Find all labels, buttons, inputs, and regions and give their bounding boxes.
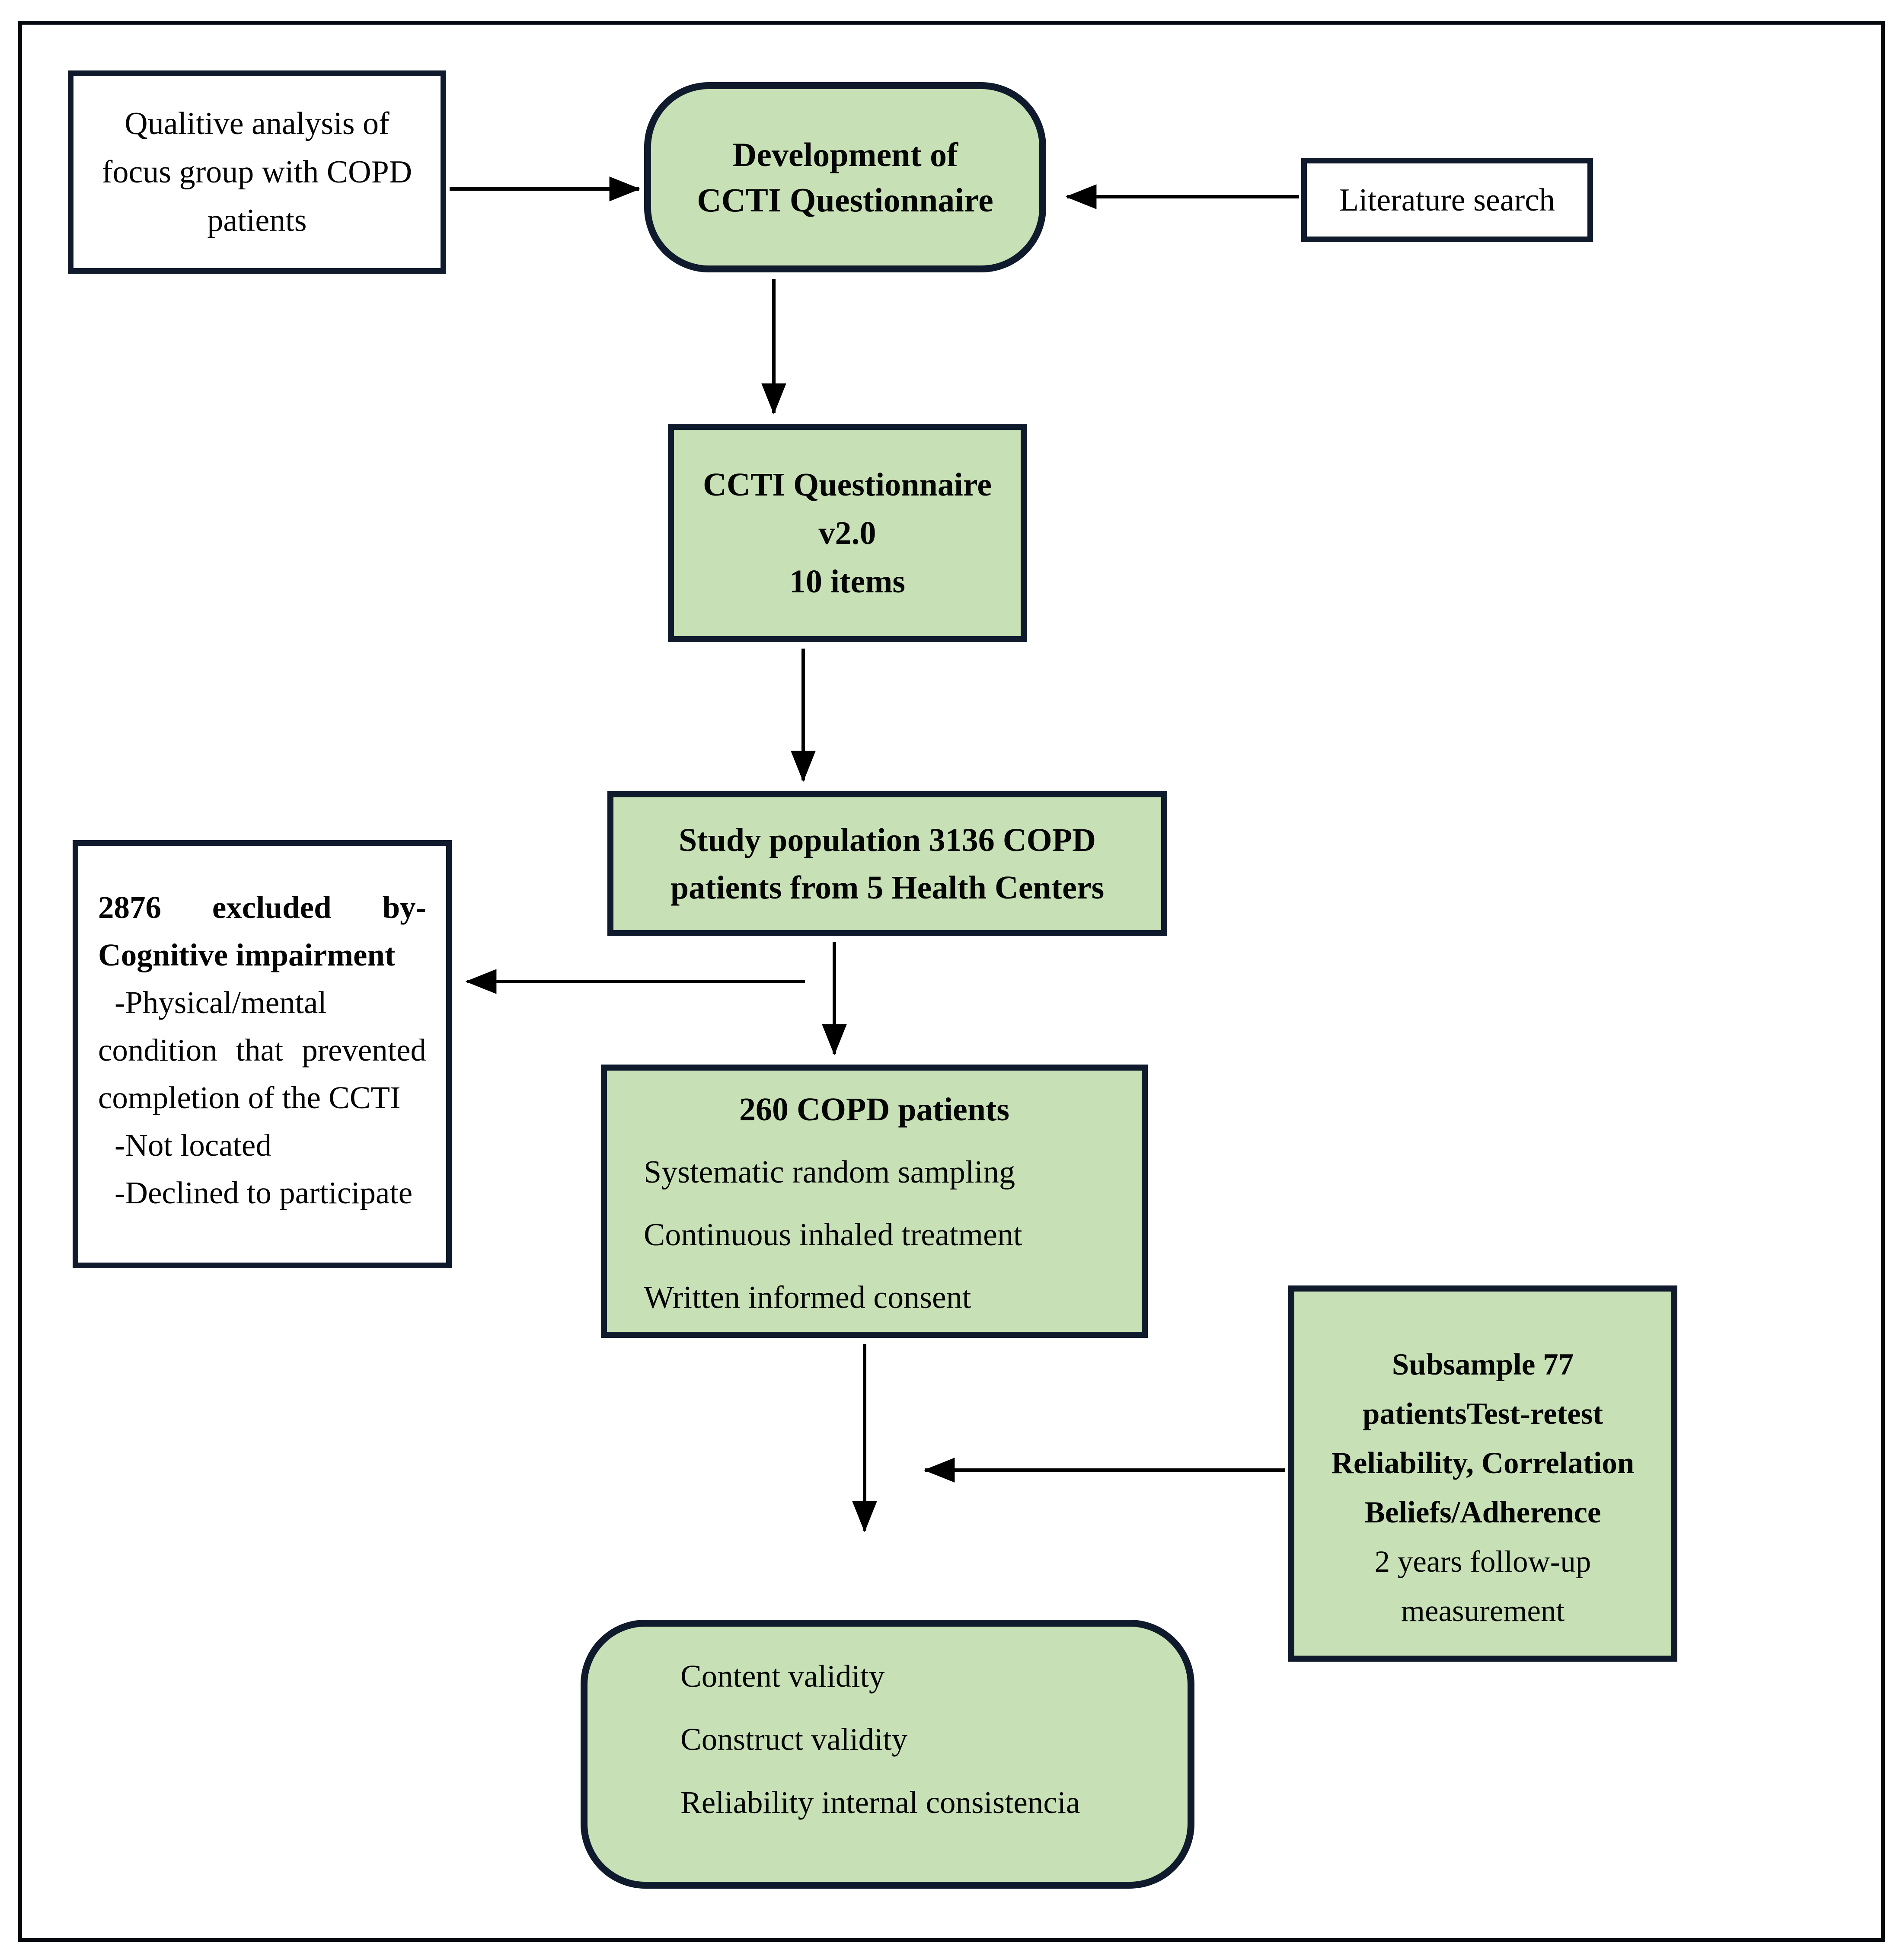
v2-line2: v2.0 [818, 515, 876, 551]
excluded-line6: -Not located [115, 1128, 271, 1163]
cohort-line2: Continuous inhaled treatment [644, 1217, 1022, 1253]
excluded-line4-w3: prevented [302, 1033, 426, 1068]
subsample-line6: measurement [1401, 1594, 1565, 1628]
outcome-line1: Content validity [680, 1659, 885, 1694]
excluded-word: excluded [212, 890, 332, 925]
outcome-line2: Construct validity [680, 1722, 908, 1757]
excluded-line4-w1: condition [98, 1033, 217, 1068]
study-line1: Study population 3136 COPD [678, 822, 1096, 858]
cohort-box: 260 COPD patients Systematic random samp… [601, 1065, 1148, 1338]
qualitative-analysis-box: Qualitive analysis of focus group with C… [68, 70, 446, 274]
study-line2: patients from 5 Health Centers [670, 869, 1105, 906]
excluded-line7: -Declined to participate [115, 1175, 413, 1210]
subsample-line2: patientsTest-retest [1362, 1397, 1603, 1431]
literature-search-box: Literature search [1301, 158, 1593, 242]
subsample-line1: Subsample 77 [1392, 1348, 1574, 1381]
excluded-by: by- [382, 890, 426, 925]
development-line2: CCTI Questionnaire [697, 181, 993, 219]
study-population-box: Study population 3136 COPD patients from… [607, 791, 1167, 936]
cohort-line3: Written informed consent [644, 1280, 971, 1315]
v2-line1: CCTI Questionnaire [703, 466, 992, 503]
qualitative-line1: Qualitive analysis of [125, 106, 390, 141]
qualitative-line3: patients [207, 203, 307, 238]
excluded-line1: 2876 excluded by- [98, 884, 426, 931]
subsample-line4: Beliefs/Adherence [1364, 1496, 1601, 1529]
outcome-line3: Reliability internal consistencia [680, 1785, 1080, 1820]
cohort-body: Systematic random sampling Continuous in… [607, 1141, 1142, 1329]
development-line1: Development of [732, 136, 958, 173]
v2-line3: 10 items [789, 563, 906, 600]
excluded-line3: -Physical/mental [115, 985, 327, 1020]
subsample-line3: Reliability, Correlation [1331, 1446, 1635, 1480]
development-box: Development of CCTI Questionnaire [644, 82, 1046, 272]
qualitative-line2: focus group with COPD [102, 154, 412, 190]
literature-label: Literature search [1339, 182, 1555, 218]
excluded-count: 2876 [98, 890, 161, 925]
excluded-line4-w2: that [236, 1033, 284, 1068]
subsample-box: Subsample 77 patientsTest-retest Reliabi… [1288, 1285, 1677, 1662]
cohort-line1: Systematic random sampling [644, 1154, 1015, 1190]
outcome-box: Content validity Construct validity Reli… [581, 1620, 1194, 1889]
excluded-line2: Cognitive impairment [98, 937, 396, 972]
cohort-heading: 260 COPD patients [739, 1091, 1009, 1128]
ccti-v2-box: CCTI Questionnaire v2.0 10 items [668, 424, 1027, 642]
excluded-box: 2876 excluded by- Cognitive impairment -… [73, 840, 452, 1268]
subsample-line5: 2 years follow-up [1374, 1545, 1591, 1579]
figure-border [18, 21, 1885, 1942]
excluded-line5: completion of the CCTI [98, 1080, 401, 1115]
excluded-line4: condition that prevented [98, 1026, 426, 1074]
